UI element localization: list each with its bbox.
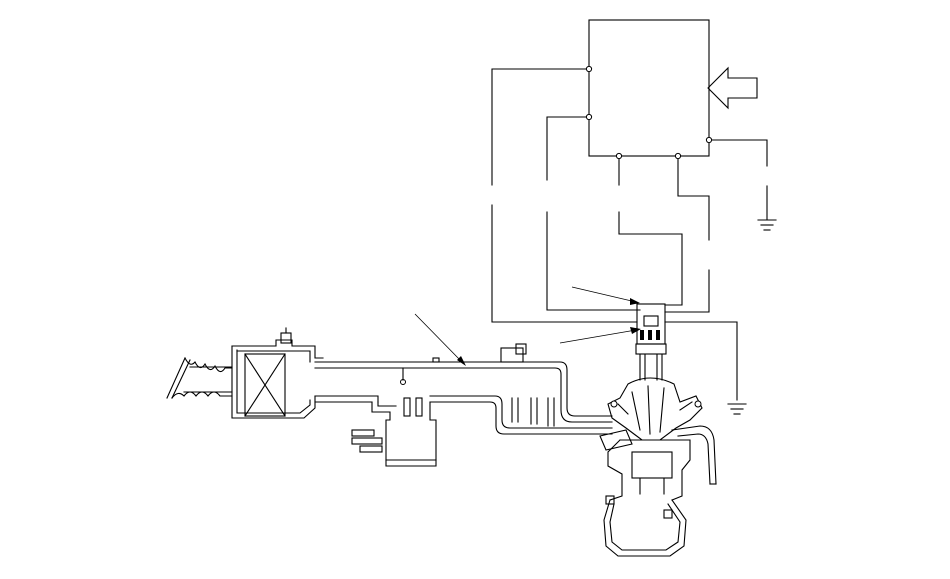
ground-icon — [727, 403, 747, 415]
air-filter-housing — [231, 327, 324, 419]
cylinder-head — [599, 377, 717, 485]
sensor-connector — [636, 303, 666, 345]
branch-pipes — [511, 397, 555, 427]
terminal-dots — [585, 65, 713, 160]
injector — [635, 343, 667, 381]
intake-duct — [314, 343, 613, 435]
throttle-body — [351, 401, 437, 467]
intake-funnel — [166, 357, 233, 399]
leader-lines — [414, 286, 641, 366]
control-module-box — [588, 19, 710, 157]
wire-harness — [491, 68, 768, 401]
engine-block — [603, 439, 691, 557]
input-arrow-icon — [707, 66, 758, 110]
ground-icon — [757, 219, 777, 231]
